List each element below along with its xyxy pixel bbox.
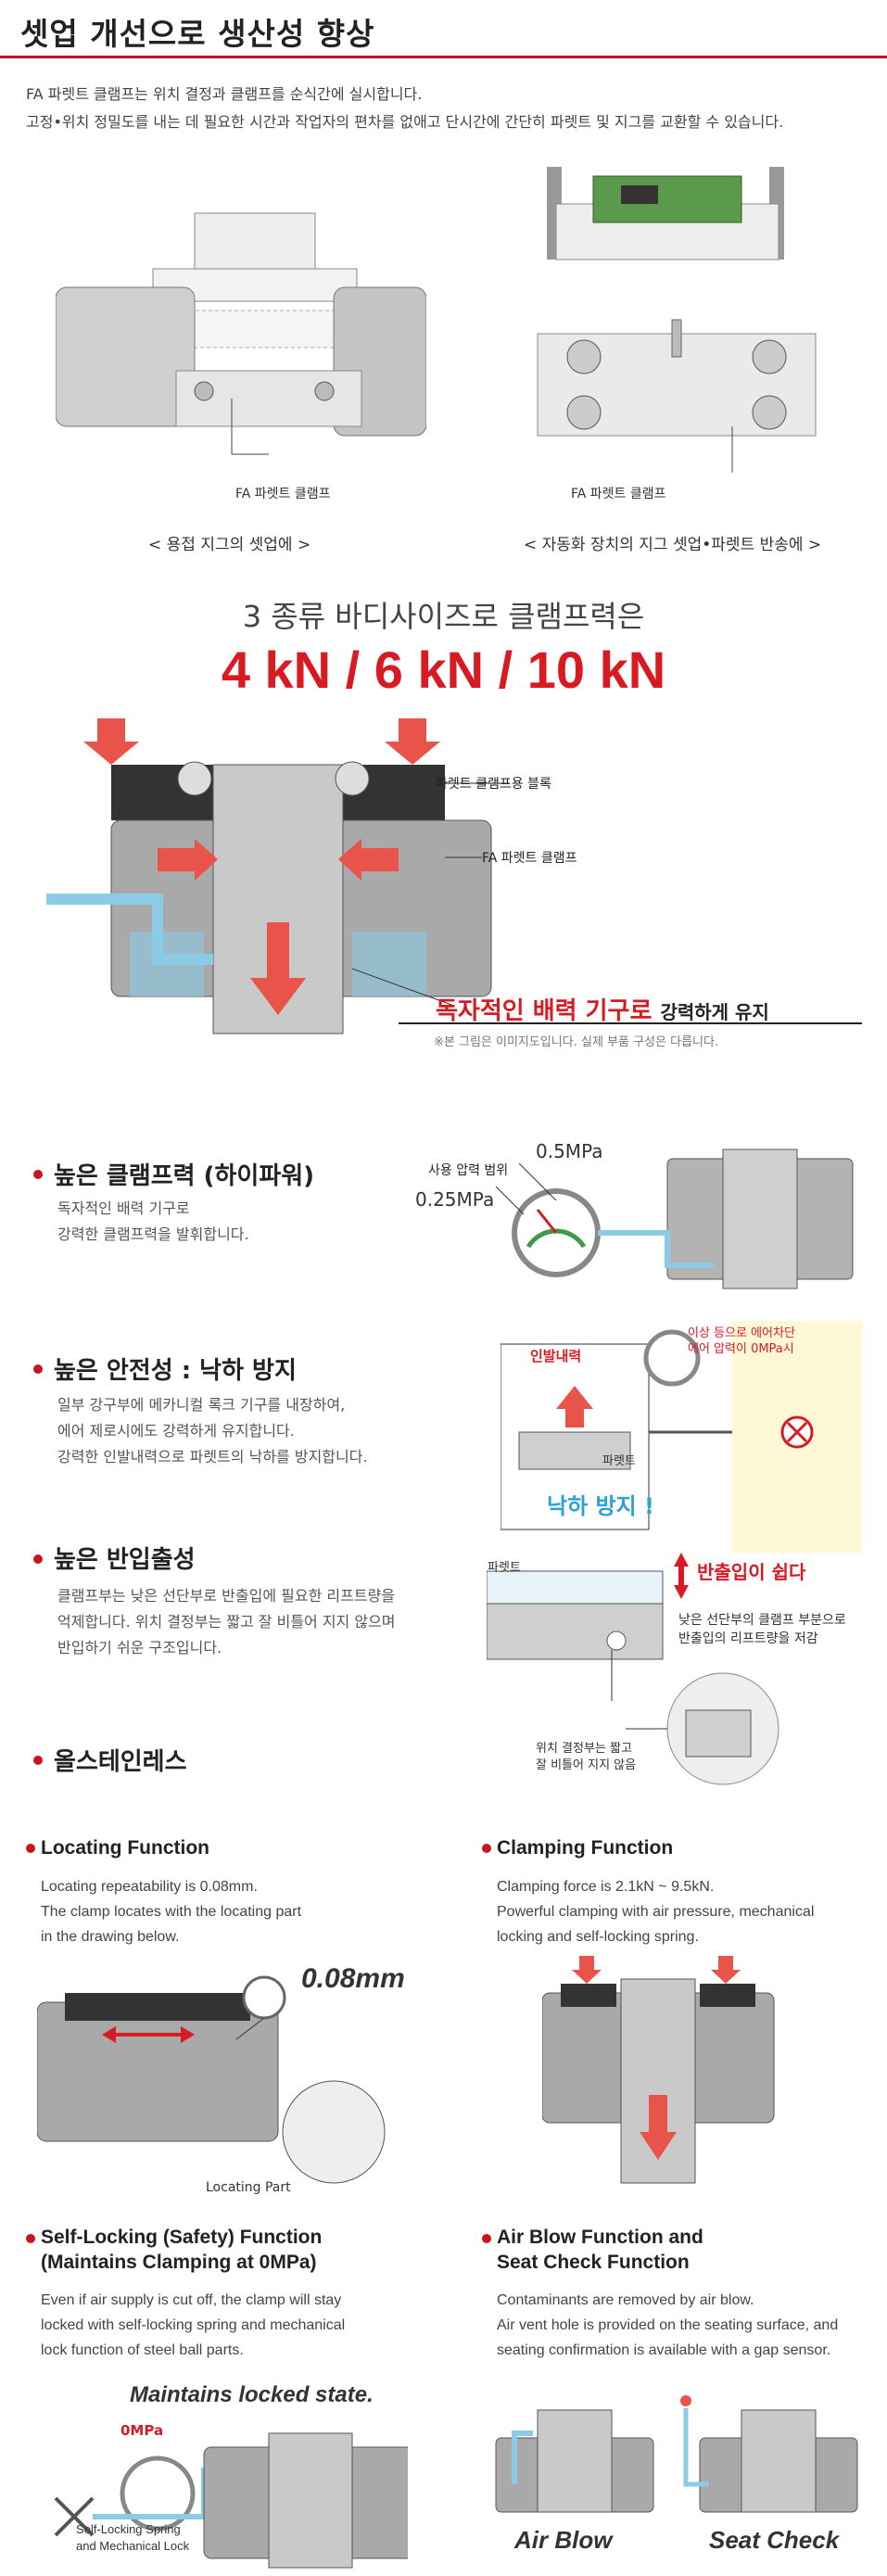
setup-right-label: FA 파렛트 클램프 [565, 482, 672, 504]
bullet-icon [26, 1844, 35, 1853]
function-heading: Clamping Function [497, 1837, 674, 1859]
easy-loading-label: 반출입이 쉽다 [697, 1561, 806, 1583]
welding-jig-illustration [56, 212, 426, 455]
fall-prevention-label: 낙하 방지 ! [547, 1493, 654, 1519]
self-locking-figure [54, 2432, 408, 2569]
loading-figure [487, 1553, 779, 1785]
loading-pallet-label: 파렛트 [488, 1561, 521, 1575]
automation-jig-illustration [537, 167, 817, 473]
zero-pressure-label: 0MPa [120, 2422, 164, 2439]
bullet-icon [33, 1554, 43, 1564]
bullet-icon [33, 1364, 43, 1374]
mechanism-underline [399, 1022, 862, 1024]
bullet-icon [482, 2234, 491, 2243]
function-heading: Air Blow Function and Seat Check Functio… [497, 2227, 703, 2273]
function-heading: Locating Function [41, 1837, 209, 1859]
page-title: 셋업 개선으로 생산성 향상 [20, 16, 375, 52]
bullet-icon [482, 1844, 491, 1853]
feature-heading: 높은 반입출성 [54, 1546, 196, 1574]
clamp-label: FA 파렛트 클램프 [482, 851, 577, 866]
feature-heading: 높은 안전성 : 낙하 방지 [54, 1357, 297, 1385]
mechanism-black-text: 강력하게 유지 [660, 1001, 769, 1023]
force-values: 4 kN / 6 kN / 10 kN [221, 641, 666, 699]
setup-left-caption: < 용접 지그의 셋업에 > [148, 536, 311, 554]
self-locking-label: Self-Locking Spring and Mechanical Lock [76, 2522, 190, 2553]
feature-heading: 올스테인레스 [54, 1748, 187, 1776]
locked-state-title: Maintains locked state. [130, 2382, 374, 2407]
safety-pallet-label: 파렛트 [602, 1454, 636, 1468]
air-blow-label: Air Blow [514, 2526, 613, 2554]
pressure-low: 0.25MPa [415, 1188, 495, 1211]
clamp-cross-section [46, 718, 510, 1034]
function-body: Clamping force is 2.1kN ~ 9.5kN. Powerfu… [497, 1879, 815, 1945]
clamping-figure [542, 1956, 775, 2184]
function-heading: Self-Locking (Safety) Function (Maintain… [41, 2227, 323, 2273]
feature-body: 일부 강구부에 메카니컬 록크 기구를 내장하여, 에어 제로시에도 강력하게 … [57, 1396, 368, 1466]
setup-left-label: FA 파렛트 클램프 [230, 482, 336, 504]
locating-figure [37, 1975, 386, 2184]
feature-body: 독자적인 배력 기구로 강력한 클램프력을 발휘합니다. [57, 1199, 249, 1243]
mechanism-callout: 독자적인 배력 기구로 강력하게 유지 [436, 992, 769, 1026]
intro-line-1: FA 파렛트 클램프는 위치 결정과 클램프를 순식간에 실시합니다. [26, 85, 423, 103]
function-body: Even if air supply is cut off, the clamp… [41, 2292, 346, 2358]
pallet-block-label: 파렛트 클램프용 블록 [436, 777, 551, 792]
pull-strength-label: 인발내력 [530, 1348, 582, 1364]
bullet-icon [33, 1170, 43, 1179]
seat-check-label: Seat Check [709, 2526, 840, 2554]
fall-prevention-figure [501, 1321, 862, 1553]
high-power-figure [495, 1148, 854, 1289]
function-body: Locating repeatability is 0.08mm. The cl… [41, 1879, 302, 1945]
feature-body: 클램프부는 낮은 선단부로 반출입에 필요한 리프트량을 억제합니다. 위치 결… [57, 1587, 396, 1656]
locating-note: 위치 결정부는 짧고 잘 비틀어 지지 않음 [536, 1742, 637, 1772]
intro-line-2: 고정•위치 정밀도를 내는 데 필요한 시간과 작업자의 편차를 없애고 단시간… [26, 113, 784, 131]
bullet-icon [33, 1756, 43, 1765]
feature-heading: 높은 클램프력 (하이파워) [54, 1162, 315, 1190]
title-divider [0, 56, 887, 58]
locating-part-label: Locating Part [206, 2180, 291, 2195]
function-body: Contaminants are removed by air blow. Ai… [497, 2292, 839, 2358]
locating-accuracy: 0.08mm [301, 1963, 405, 1994]
bullet-icon [26, 2234, 35, 2243]
pressure-range-label: 사용 압력 범위 [428, 1163, 509, 1178]
mechanism-red-text: 독자적인 배력 기구로 [436, 997, 653, 1025]
force-subtitle: 3 종류 바디사이즈로 클램프력은 [242, 599, 645, 634]
image-note: ※본 그림은 이미지도입니다. 실제 부품 구성은 다릅니다. [434, 1035, 719, 1049]
air-blow-figure [495, 2395, 858, 2513]
setup-right-caption: < 자동화 장치의 지그 셋업•파렛트 반송에 > [524, 536, 822, 554]
air-cutoff-note: 이상 등으로 에어차단 에어 압력이 0MPa시 [688, 1326, 795, 1356]
low-tip-note: 낮은 선단부의 클램프 부분으로 반출입의 리프트량을 저감 [678, 1613, 846, 1646]
pressure-high: 0.5MPa [536, 1140, 603, 1162]
